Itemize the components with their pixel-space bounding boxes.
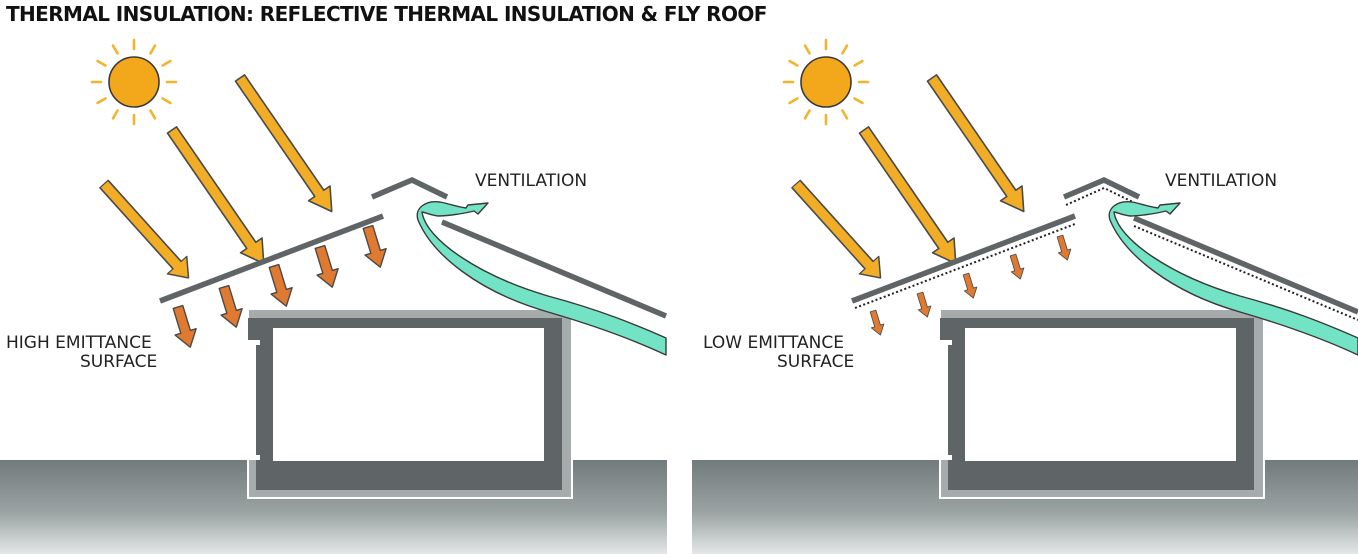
- reflective-foil-layer: [1065, 186, 1138, 206]
- radiant-heat-arrow: [959, 271, 981, 301]
- surface-label-line1: HIGH EMITTANCE: [6, 333, 152, 353]
- surface-label-line2: SURFACE: [777, 352, 854, 372]
- ventilation-label: VENTILATION: [475, 171, 587, 191]
- radiant-heat-arrow: [866, 308, 888, 338]
- radiant-heat-arrow: [212, 283, 248, 332]
- solar-ray-arrow: [852, 121, 968, 272]
- radiant-heat-arrow: [308, 243, 344, 292]
- roof-panel: [440, 219, 668, 319]
- roof-panel: [159, 213, 384, 304]
- building: [247, 308, 573, 499]
- roof-ridge: [1062, 176, 1141, 200]
- surface-label-line2: SURFACE: [80, 352, 157, 372]
- radiant-heat-arrow: [166, 303, 202, 352]
- solar-ray-arrow: [228, 69, 344, 220]
- building: [939, 308, 1265, 499]
- panel-high-emittance: VENTILATION HIGH EMITTANCE SURFACE: [0, 38, 668, 554]
- reflective-foil-layer: [1133, 225, 1358, 321]
- ventilation-label: VENTILATION: [1165, 171, 1277, 191]
- solar-ray-arrow: [160, 121, 276, 272]
- page-title: THERMAL INSULATION: REFLECTIVE THERMAL I…: [6, 2, 767, 26]
- roof-panel: [851, 213, 1076, 304]
- radiant-heat-arrow: [913, 290, 935, 320]
- sun-icon: [90, 38, 178, 126]
- sun-icon: [782, 38, 870, 126]
- surface-label-line1: LOW EMITTANCE: [703, 333, 844, 353]
- solar-ray-arrow: [93, 174, 199, 288]
- radiant-heat-arrow: [262, 262, 298, 311]
- solar-ray-arrow: [785, 174, 891, 288]
- roof-panel: [1132, 215, 1358, 315]
- radiant-heat-arrow: [1053, 233, 1075, 263]
- radiant-heat-arrow: [1006, 252, 1028, 282]
- reflective-foil-layer: [854, 223, 1076, 309]
- radiant-heat-arrow: [356, 223, 392, 272]
- panel-low-emittance: VENTILATION LOW EMITTANCE SURFACE: [692, 38, 1358, 554]
- roof-ridge: [370, 176, 449, 200]
- solar-ray-arrow: [920, 69, 1036, 220]
